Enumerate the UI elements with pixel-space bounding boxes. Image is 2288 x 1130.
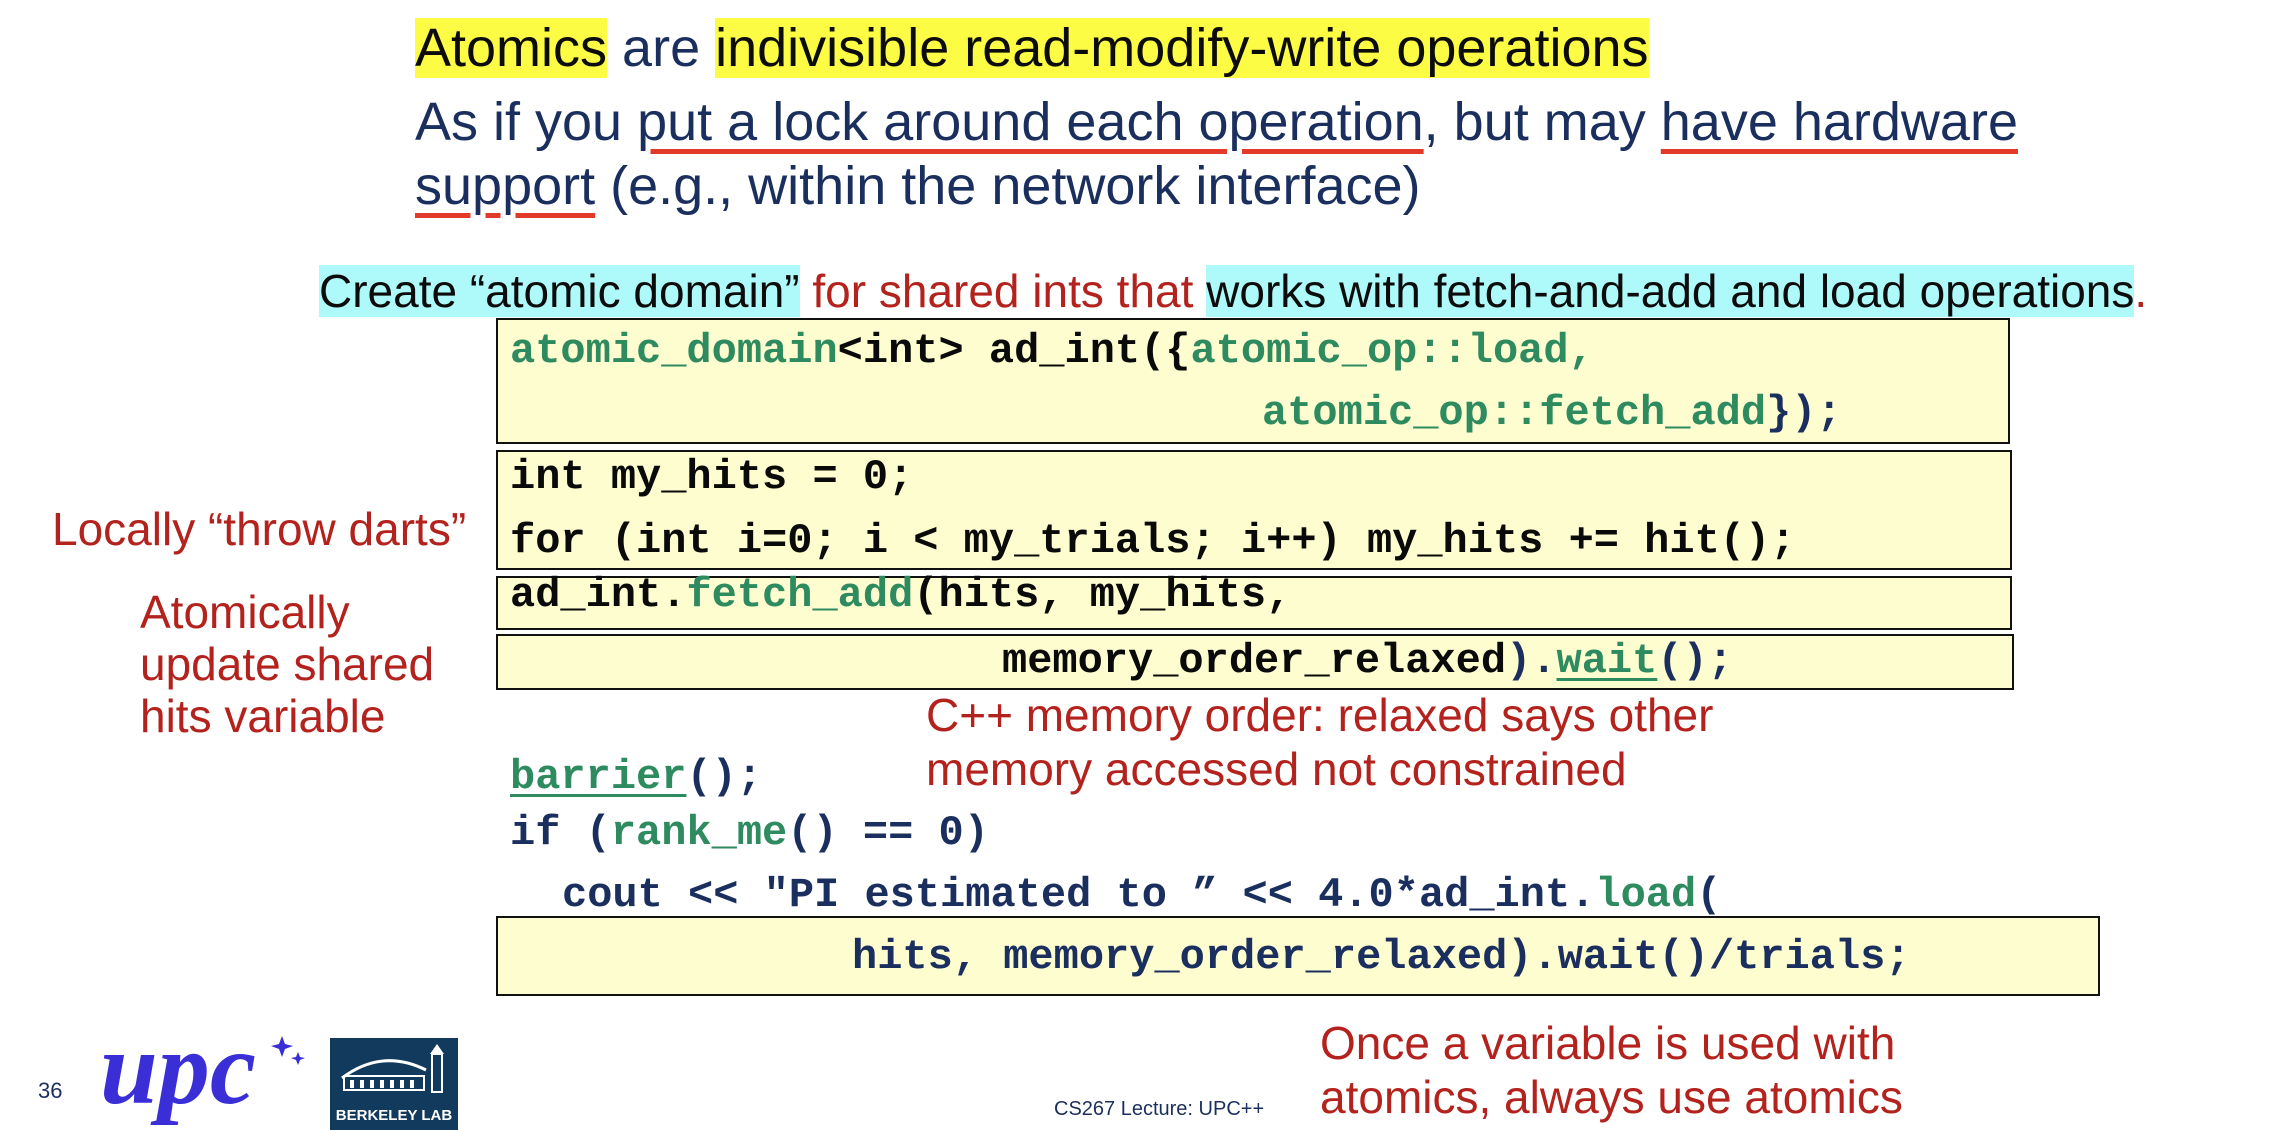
hardware-phrase: have hardware <box>1660 92 2018 152</box>
code-line-6: memory_order_relaxed).wait(); <box>1002 637 1733 685</box>
page-number: 36 <box>38 1078 63 1103</box>
code-line-8: if (rank_me() == 0) <box>510 809 989 857</box>
title-atomics: Atomics <box>415 18 608 78</box>
berkeley-lab-logo: BERKELEY LAB <box>330 1038 458 1130</box>
berkeley-building-icon <box>341 1044 444 1093</box>
support-phrase: support <box>415 156 596 216</box>
berkeley-lab-text: BERKELEY LAB <box>335 1107 453 1124</box>
code-line-4: for (int i=0; i < my_trials; i++) my_hit… <box>510 517 1796 565</box>
code-line-7: barrier(); <box>510 753 763 801</box>
subtitle-line-1: As if you put a lock around each operati… <box>415 92 2018 152</box>
slide-title: Atomics are indivisible read-modify-writ… <box>415 18 1649 78</box>
code-line-1: atomic_domain<int> ad_int({atomic_op::lo… <box>510 327 1594 375</box>
create-domain-line: Create “atomic domain” for shared ints t… <box>319 265 2148 317</box>
upc-crescent-icon <box>238 1036 305 1096</box>
title-definition: indivisible read-modify-write operations <box>715 18 1649 78</box>
code-line-5: ad_int.fetch_add(hits, my_hits, <box>510 571 1292 619</box>
subtitle-line-2: support (e.g., within the network interf… <box>415 156 1421 216</box>
throw-darts-note: Locally “throw darts” <box>52 503 467 555</box>
code-box-domain <box>496 318 2010 444</box>
once-atomics-note: Once a variable is used with atomics, al… <box>1320 1017 1903 1123</box>
code-box-loop <box>496 450 2012 570</box>
code-line-3: int my_hits = 0; <box>510 453 914 501</box>
upc-logo-text: upc <box>100 1011 256 1126</box>
lock-phrase: put a lock around each operation <box>637 92 1424 152</box>
memory-order-note: C++ memory order: relaxed says other mem… <box>926 689 1714 795</box>
code-line-10: hits, memory_order_relaxed).wait()/trial… <box>852 933 1911 981</box>
code-line-2: atomic_op::fetch_add}); <box>1262 389 1842 437</box>
upc-logo: upc <box>100 1014 310 1130</box>
code-box-fetch-add <box>496 576 2012 630</box>
atomic-update-note: Atomically update shared hits variable <box>140 586 435 742</box>
code-line-9: cout << "PI estimated to ” << 4.0*ad_int… <box>562 871 1722 919</box>
lecture-footer: CS267 Lecture: UPC++ <box>1054 1098 1265 1120</box>
code-box-load <box>496 916 2100 996</box>
code-box-wait <box>496 634 2014 690</box>
